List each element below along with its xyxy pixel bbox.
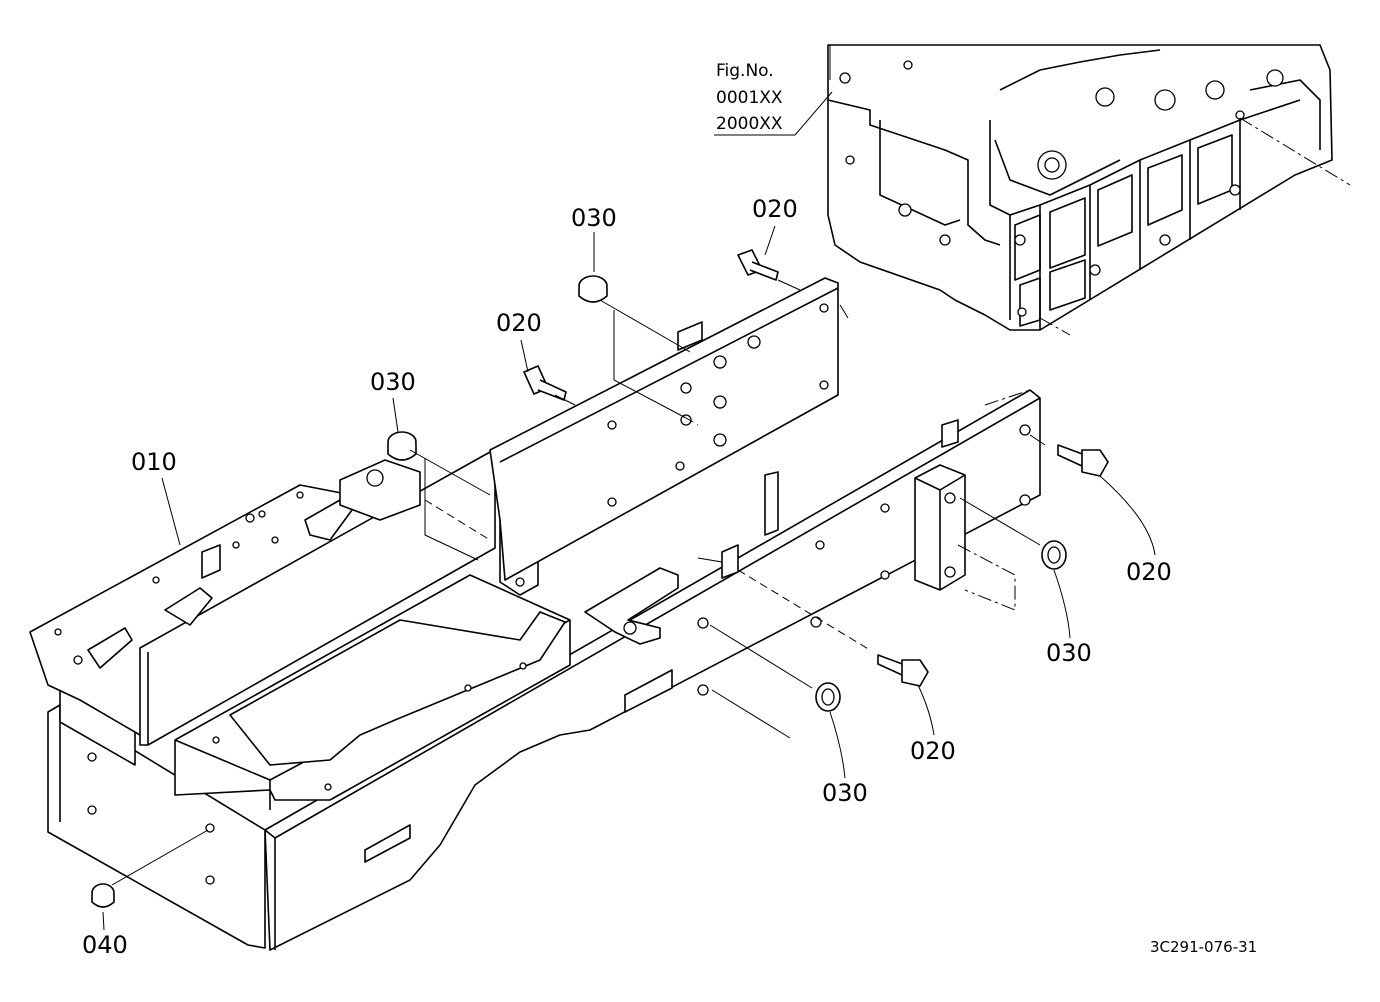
callout-020-right: 020: [1126, 558, 1172, 586]
callout-020-mid: 020: [496, 309, 542, 337]
bolt-020-upper: [737, 249, 779, 281]
nut-030-mid: [387, 431, 417, 461]
upper-plate: [489, 277, 839, 581]
callout-010: 010: [131, 448, 177, 476]
callout-040: 040: [82, 931, 128, 959]
plug-040: [91, 883, 115, 908]
assembly-lines: [111, 45, 1046, 886]
frame-tabs: [721, 419, 959, 579]
bolt-020-right: [1057, 444, 1109, 477]
figure-ref-line2: 2000XX: [716, 114, 783, 134]
nut-030-upper: [578, 275, 608, 303]
side-frame: [264, 389, 1041, 951]
figure-ref-line1: 0001XX: [716, 88, 783, 108]
bracket-010: [29, 451, 496, 746]
engine-block: [827, 44, 1351, 336]
fasteners: [91, 249, 1109, 908]
callout-020-lower: 020: [910, 737, 956, 765]
right-block: [914, 464, 1016, 611]
callout-030-right: 030: [1046, 639, 1092, 667]
leader-lines: [102, 91, 1156, 931]
washer-030-lower: [815, 682, 841, 712]
bolt-020-mid: [523, 365, 567, 401]
drawing-code: 3C291-076-31: [1150, 938, 1258, 956]
callout-030-lower: 030: [822, 779, 868, 807]
callout-030-upper: 030: [571, 204, 617, 232]
callout-020-upper: 020: [752, 195, 798, 223]
callout-030-mid: 030: [370, 368, 416, 396]
bolt-020-lower: [877, 654, 929, 687]
washer-030-right: [1041, 540, 1067, 570]
figure-ref-prefix: Fig.No.: [716, 61, 774, 81]
